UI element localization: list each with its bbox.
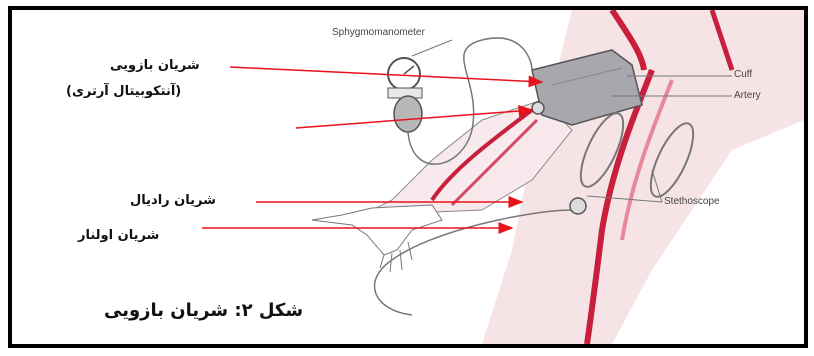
label-artery: Artery (734, 90, 761, 101)
stethoscope-head (570, 198, 586, 214)
figure-caption: شکل ۲: شریان بازویی (104, 300, 303, 321)
label-brachial-artery: شریان بازویی (110, 58, 200, 73)
label-stethoscope: Stethoscope (664, 196, 720, 207)
label-ulnar-artery: شریان اولنار (78, 228, 159, 243)
label-radial-artery: شریان رادیال (130, 193, 216, 208)
label-cuff: Cuff (734, 69, 752, 80)
bulb (394, 96, 422, 132)
label-antecubital-artery: (آنتکوبیتال آرتری) (66, 84, 181, 99)
arrow-brachial (230, 67, 542, 82)
figure-frame: Sphygmomanometer Cuff Artery Stethoscope… (8, 6, 808, 348)
label-sphygmomanometer: Sphygmomanometer (332, 27, 425, 38)
hand (312, 205, 442, 255)
